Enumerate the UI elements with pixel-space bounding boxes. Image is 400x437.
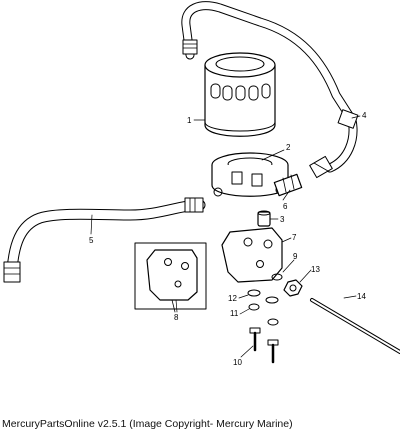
- callout-11: 11: [230, 309, 239, 318]
- stud-part-14: [310, 298, 400, 354]
- lock-washers-part-11: [248, 303, 279, 326]
- bracket-part-7: [221, 227, 283, 283]
- callout-14: 14: [357, 292, 366, 301]
- nut-part-13: [283, 279, 303, 297]
- filter-adapter-part-2: [211, 152, 289, 197]
- lower-oil-hose-part-5: [3, 197, 206, 283]
- oil-filter-part-1: [204, 52, 276, 137]
- callout-2: 2: [286, 143, 291, 152]
- upper-oil-hose-part-4: [181, 1, 359, 179]
- bracket-kit-part-8: [134, 242, 207, 313]
- callout-8: 8: [174, 313, 179, 322]
- callout-3: 3: [280, 215, 285, 224]
- callout-10: 10: [233, 358, 242, 367]
- callout-12: 12: [228, 294, 237, 303]
- plug-part-3: [257, 210, 271, 227]
- callout-5: 5: [89, 236, 94, 245]
- leader-lines: [90, 115, 361, 358]
- screws-part-10: [249, 327, 279, 364]
- callout-4: 4: [362, 111, 367, 120]
- callout-6: 6: [283, 202, 288, 211]
- fitting-part-6: [273, 173, 303, 197]
- callout-1: 1: [187, 116, 192, 125]
- washer-part-9: [271, 273, 283, 281]
- washers-part-12: [247, 289, 279, 304]
- callout-7: 7: [292, 233, 297, 242]
- exploded-parts-diagram: 1 2 3 4 5 6 7 8 9 10 11 12 13 14: [3, 1, 400, 367]
- copyright-footer: MercuryPartsOnline v2.5.1 (Image Copyrig…: [2, 418, 293, 430]
- callout-9: 9: [293, 252, 298, 261]
- callout-13: 13: [311, 265, 320, 274]
